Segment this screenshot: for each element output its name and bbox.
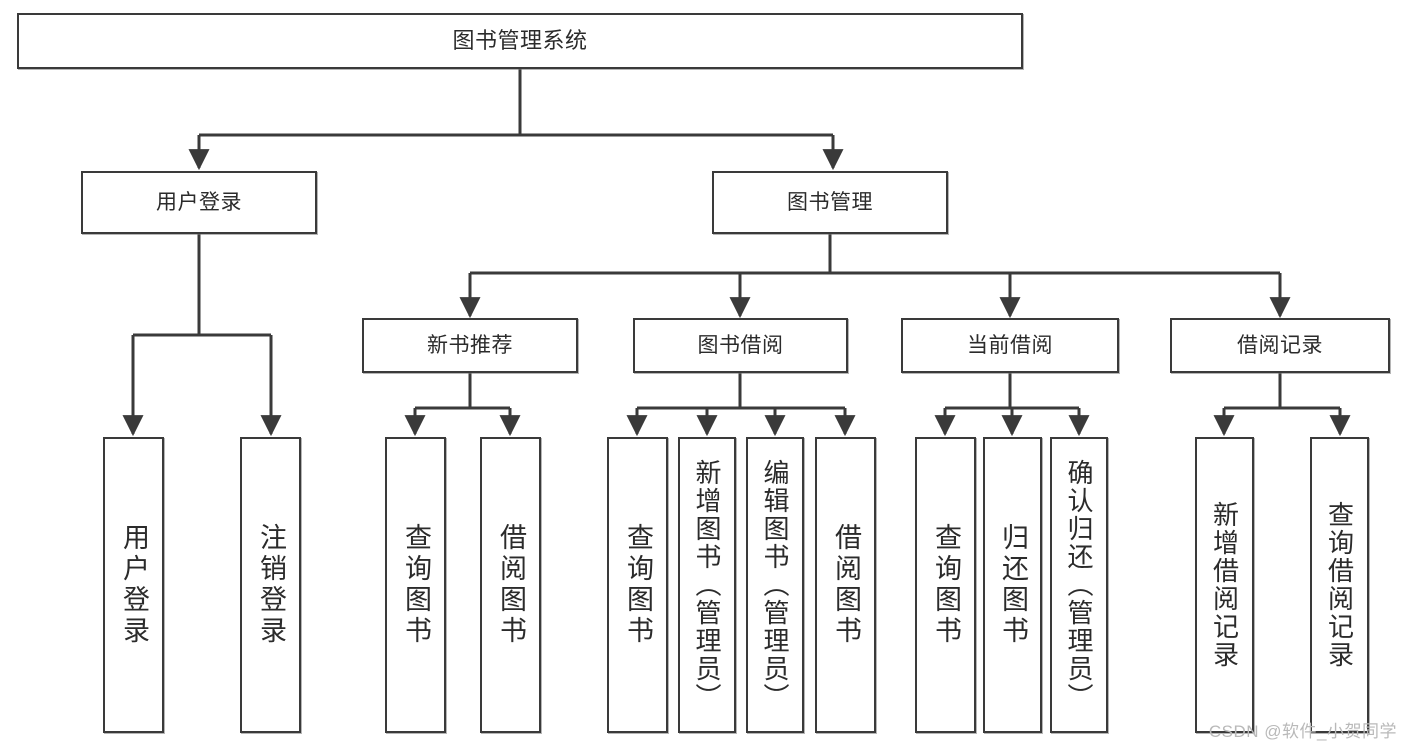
node-leaf-borrow-book-2[interactable]: 借阅图书 xyxy=(815,437,876,733)
node-leaf-confirm-return[interactable]: 确认归还（管理员） xyxy=(1050,437,1108,733)
node-leaf-add-record-label: 新增借阅记录 xyxy=(1209,501,1240,669)
node-borrow-record[interactable]: 借阅记录 xyxy=(1170,318,1390,373)
node-leaf-return-book[interactable]: 归还图书 xyxy=(983,437,1042,733)
node-current-borrow-label: 当前借阅 xyxy=(967,333,1053,357)
node-leaf-query-record-label: 查询借阅记录 xyxy=(1324,501,1355,669)
node-book-borrow[interactable]: 图书借阅 xyxy=(633,318,848,373)
node-leaf-borrow-book-1-label: 借阅图书 xyxy=(496,523,526,647)
node-root-label: 图书管理系统 xyxy=(452,27,588,53)
node-leaf-query-book-2[interactable]: 查询图书 xyxy=(607,437,668,733)
node-current-borrow[interactable]: 当前借阅 xyxy=(901,318,1119,373)
node-leaf-borrow-book-1[interactable]: 借阅图书 xyxy=(480,437,541,733)
node-book-manage[interactable]: 图书管理 xyxy=(712,171,948,234)
node-leaf-user-login-label: 用户登录 xyxy=(119,523,149,647)
node-leaf-edit-book[interactable]: 编辑图书（管理员） xyxy=(746,437,804,733)
node-new-book-rec-label: 新书推荐 xyxy=(427,333,513,357)
node-leaf-query-book-1-label: 查询图书 xyxy=(401,523,431,647)
node-leaf-user-logout[interactable]: 注销登录 xyxy=(240,437,301,733)
node-leaf-confirm-return-label: 确认归还（管理员） xyxy=(1064,459,1094,711)
node-leaf-add-record[interactable]: 新增借阅记录 xyxy=(1195,437,1254,733)
node-leaf-add-book[interactable]: 新增图书（管理员） xyxy=(678,437,736,733)
node-root[interactable]: 图书管理系统 xyxy=(17,13,1023,69)
watermark: CSDN @软件_小贺同学 xyxy=(1208,722,1397,741)
node-user-login-label: 用户登录 xyxy=(156,190,242,214)
node-leaf-user-logout-label: 注销登录 xyxy=(256,523,286,647)
node-book-manage-label: 图书管理 xyxy=(787,190,873,214)
node-borrow-record-label: 借阅记录 xyxy=(1237,333,1323,357)
node-book-borrow-label: 图书借阅 xyxy=(697,333,784,357)
node-leaf-borrow-book-2-label: 借阅图书 xyxy=(831,523,861,647)
node-leaf-query-record[interactable]: 查询借阅记录 xyxy=(1310,437,1369,733)
node-leaf-query-book-3-label: 查询图书 xyxy=(931,523,961,647)
node-new-book-rec[interactable]: 新书推荐 xyxy=(362,318,578,373)
node-leaf-return-book-label: 归还图书 xyxy=(998,523,1028,647)
node-user-login[interactable]: 用户登录 xyxy=(81,171,317,234)
node-leaf-query-book-3[interactable]: 查询图书 xyxy=(915,437,976,733)
node-leaf-query-book-2-label: 查询图书 xyxy=(623,523,653,647)
node-leaf-query-book-1[interactable]: 查询图书 xyxy=(385,437,446,733)
node-leaf-add-book-label: 新增图书（管理员） xyxy=(692,459,722,711)
node-leaf-edit-book-label: 编辑图书（管理员） xyxy=(760,459,790,711)
node-leaf-user-login[interactable]: 用户登录 xyxy=(103,437,164,733)
